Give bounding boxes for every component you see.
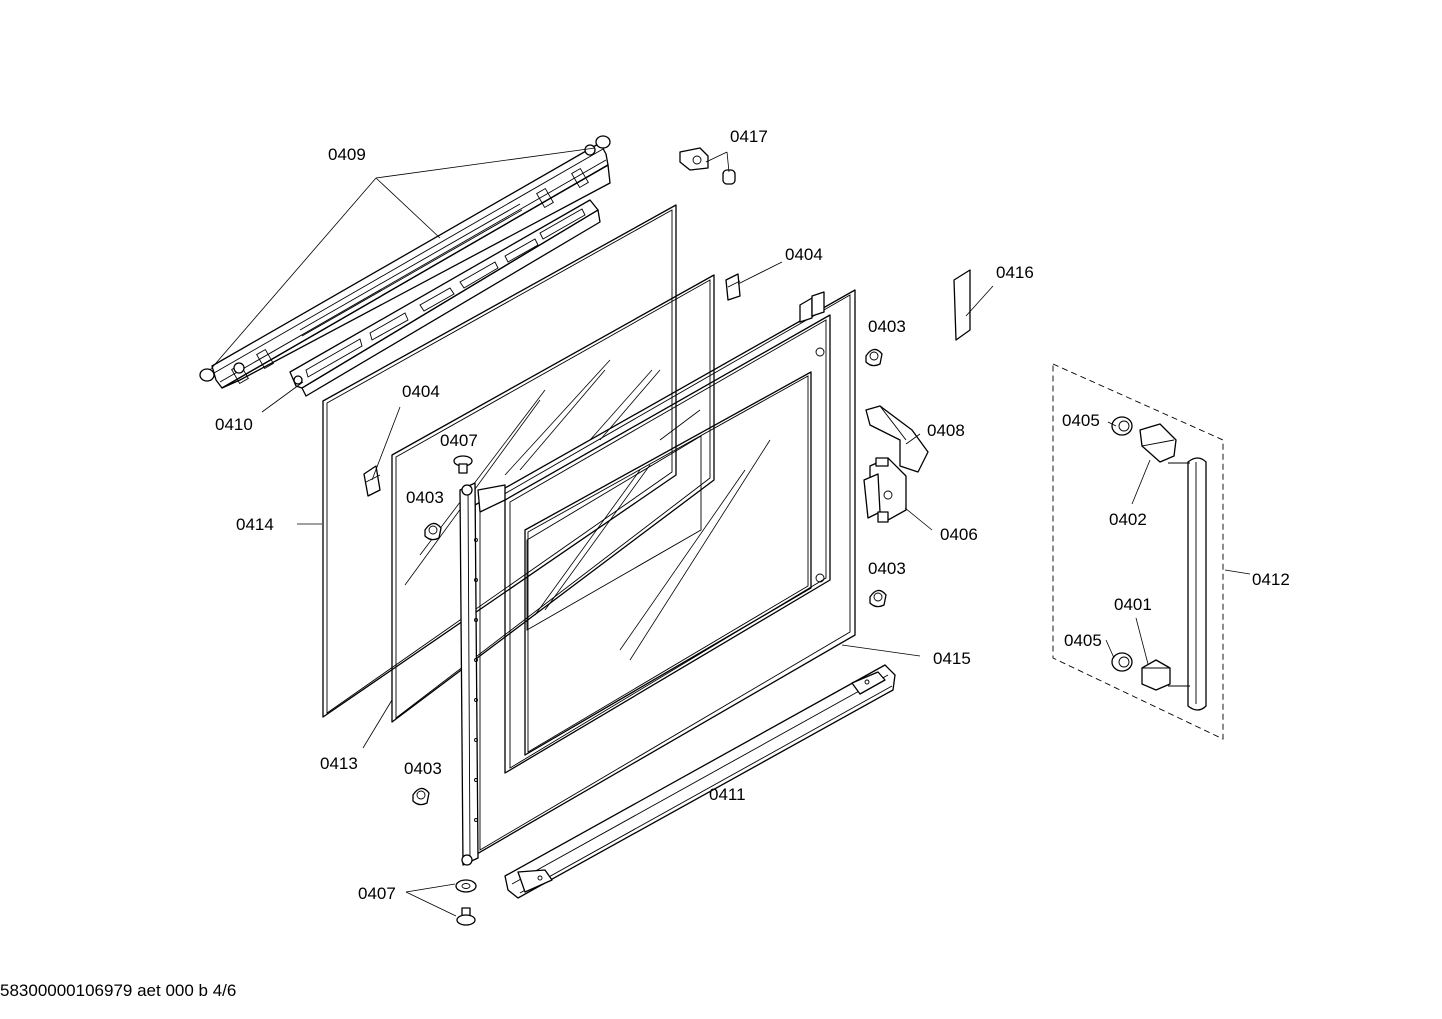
part-0408-bracket xyxy=(865,405,929,473)
part-0412-handle-group xyxy=(1052,363,1224,740)
label-0415: 0415 xyxy=(933,649,971,668)
label-0414: 0414 xyxy=(236,515,274,534)
part-0403-knob-d xyxy=(412,787,430,806)
label-0411: 0411 xyxy=(709,785,746,804)
part-0403-knob-c xyxy=(869,589,887,608)
label-0407-top: 0407 xyxy=(440,431,478,450)
label-0416: 0416 xyxy=(996,263,1034,282)
part-0411-bottom-rail xyxy=(504,664,896,899)
label-0410: 0410 xyxy=(215,415,253,434)
label-0404-left: 0404 xyxy=(402,382,440,401)
label-0402: 0402 xyxy=(1109,510,1147,529)
label-0413: 0413 xyxy=(320,754,358,773)
label-0412: 0412 xyxy=(1252,570,1290,589)
part-0403-knob-a xyxy=(865,348,883,367)
label-0409: 0409 xyxy=(328,145,366,164)
part-0403-knob-b xyxy=(424,522,442,541)
part-0401-handle-holder xyxy=(1141,659,1171,691)
label-0401: 0401 xyxy=(1114,595,1152,614)
part-0407-washer xyxy=(455,879,477,893)
part-0404-bracket-upper xyxy=(725,273,741,301)
label-0404-top: 0404 xyxy=(785,245,823,264)
part-0405-cap-lower xyxy=(1111,652,1133,672)
label-0403-left: 0403 xyxy=(406,488,444,507)
label-0405-upper: 0405 xyxy=(1062,411,1100,430)
part-0417-clip xyxy=(679,147,736,185)
label-0408: 0408 xyxy=(927,421,965,440)
part-0410-vent-profile xyxy=(289,199,601,397)
part-0409-top-rail xyxy=(199,135,611,389)
label-0403-lower-right: 0403 xyxy=(868,559,906,578)
part-0404-bracket-lower xyxy=(363,465,381,497)
label-0405-lower: 0405 xyxy=(1064,631,1102,650)
part-0414-outer-glass xyxy=(322,204,677,718)
label-0407-bottom: 0407 xyxy=(358,884,396,903)
label-0403-bottom: 0403 xyxy=(404,759,442,778)
part-0405-cap-upper xyxy=(1111,416,1133,436)
part-0415-inner-panel xyxy=(474,289,856,856)
leader-lines xyxy=(209,147,1251,917)
part-0407-screw-top xyxy=(453,455,473,474)
part-0402-handle-holder xyxy=(1139,423,1177,463)
label-0417: 0417 xyxy=(730,127,768,146)
label-0406: 0406 xyxy=(940,525,978,544)
part-0416-seal-strip xyxy=(953,269,971,341)
document-reference-footer: 58300000106979 aet 000 b 4/6 xyxy=(0,981,237,1000)
label-0403-upper-right: 0403 xyxy=(868,317,906,336)
part-side-profile xyxy=(459,482,506,866)
callout-labels: 0409 0410 0417 0404 0416 0403 0404 0407 … xyxy=(215,127,1290,903)
part-0407-screw-bottom xyxy=(456,907,476,926)
part-0406-hinge-block xyxy=(863,457,907,523)
